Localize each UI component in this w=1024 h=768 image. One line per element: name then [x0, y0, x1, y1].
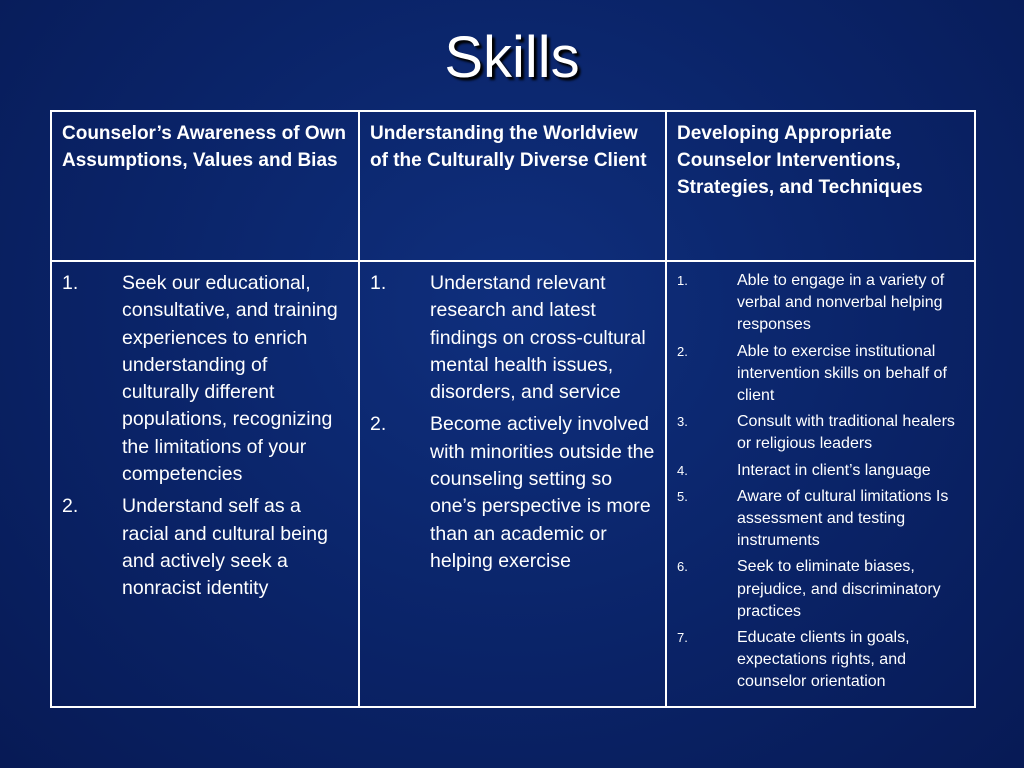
list-item: 4. Interact in client’s language [677, 460, 964, 482]
list-item-text: Consult with traditional healers or reli… [737, 413, 955, 453]
list-item-number: 5. [677, 488, 688, 504]
list-item-text: Educate clients in goals, expectations r… [737, 629, 910, 691]
list-item-text: Able to engage in a variety of verbal an… [737, 272, 945, 334]
skills-table: Counselor’s Awareness of Own Assumptions… [50, 110, 976, 708]
list-item-text: Interact in client’s language [737, 461, 931, 479]
list-item: 1. Seek our educational, consultative, a… [62, 270, 348, 488]
header-row: Counselor’s Awareness of Own Assumptions… [50, 110, 976, 262]
content-row: 1. Seek our educational, consultative, a… [50, 260, 976, 708]
list-item-text: Seek our educational, consultative, and … [122, 272, 338, 486]
list-item-text: Aware of cultural limitations Is assessm… [737, 487, 949, 550]
list-item-text: Seek to eliminate biases, prejudice, and… [737, 558, 941, 620]
list-item-text: Become actively involved with minorities… [430, 413, 655, 572]
list-item-number: 1. [677, 273, 688, 288]
list-item: 1. Able to engage in a variety of verbal… [677, 270, 964, 337]
awareness-list: 1. Seek our educational, consultative, a… [62, 270, 348, 603]
list-item: 2. Become actively involved with minorit… [370, 411, 655, 575]
list-item: 5. Aware of cultural limitations Is asse… [677, 486, 964, 553]
column-header-interventions: Developing Appropriate Counselor Interve… [665, 110, 976, 262]
list-item: 2. Able to exercise institutional interv… [677, 341, 964, 408]
list-item-number: 1. [62, 272, 79, 294]
list-item-text: Understand self as a racial and cultural… [122, 495, 328, 600]
list-item-number: 2. [370, 413, 387, 436]
list-item: 2. Understand self as a racial and cultu… [62, 493, 348, 602]
worldview-cell: 1. Understand relevant research and late… [358, 260, 667, 708]
list-item-text: Able to exercise institutional intervent… [737, 342, 947, 405]
column-header-awareness: Counselor’s Awareness of Own Assumptions… [50, 110, 360, 262]
list-item-number: 1. [370, 272, 387, 294]
list-item-number: 3. [677, 414, 688, 430]
list-item-text: Understand relevant research and latest … [430, 272, 646, 404]
list-item: 1. Understand relevant research and late… [370, 270, 655, 406]
interventions-list: 1. Able to engage in a variety of verbal… [677, 270, 964, 694]
column-header-worldview: Understanding the Worldview of the Cultu… [358, 110, 667, 262]
worldview-list: 1. Understand relevant research and late… [370, 270, 655, 575]
list-item: 6. Seek to eliminate biases, prejudice, … [677, 556, 964, 623]
slide-title: Skills [444, 25, 580, 90]
list-item-number: 2. [677, 343, 688, 359]
list-item-number: 4. [677, 462, 688, 478]
interventions-cell: 1. Able to engage in a variety of verbal… [665, 260, 976, 708]
list-item: 3. Consult with traditional healers or r… [677, 411, 964, 455]
list-item-number: 6. [677, 559, 688, 575]
awareness-cell: 1. Seek our educational, consultative, a… [50, 260, 360, 708]
list-item-number: 2. [62, 495, 79, 518]
list-item-number: 7. [677, 630, 688, 646]
list-item: 7. Educate clients in goals, expectation… [677, 627, 964, 694]
